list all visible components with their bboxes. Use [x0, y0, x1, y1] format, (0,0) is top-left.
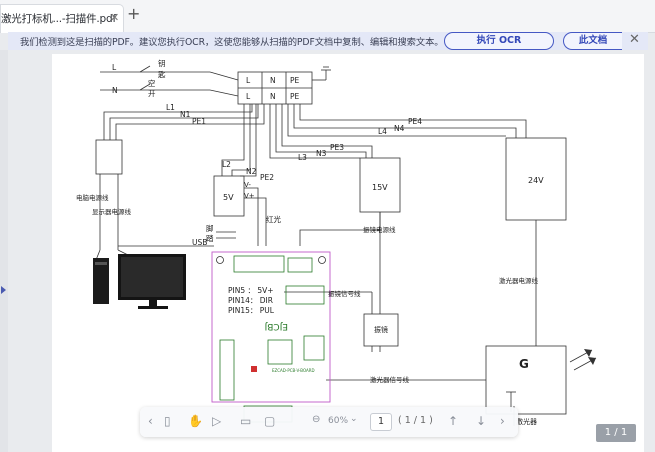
label-galvo-power: 振镜电源线 — [363, 225, 396, 234]
new-tab-icon[interactable]: + — [127, 4, 141, 23]
label-key: 钥 — [158, 58, 166, 68]
label-pedal: 踏 — [206, 233, 214, 243]
label-L1: L1 — [166, 103, 175, 112]
label-foot: 脚 — [206, 223, 214, 233]
tab-title: 激光打标机...-扫描件.pdf — [1, 13, 116, 25]
label-N4: N4 — [394, 124, 405, 133]
document-tab[interactable]: 激光打标机...-扫描件.pdf ✕ — [0, 4, 124, 33]
left-panel-strip[interactable] — [0, 50, 8, 452]
label-PE3: PE3 — [330, 143, 344, 152]
label-air-switch: 空 — [148, 78, 156, 88]
tab-close-icon[interactable]: ✕ — [110, 11, 120, 24]
play-icon[interactable]: ▷ — [212, 414, 222, 428]
zoom-level[interactable]: 60% — [328, 416, 349, 426]
label-galvo-signal: 振镜信号线 — [328, 289, 361, 298]
label-laser-head: 激光器 — [516, 417, 537, 426]
label-L4: L4 — [378, 127, 387, 136]
label-N2: N2 — [246, 167, 257, 176]
label-L2: L2 — [222, 160, 231, 169]
tab-bar: 激光打标机...-扫描件.pdf ✕ + — [0, 0, 655, 33]
label-red-light: 红光 — [266, 214, 281, 224]
label-5v: 5V — [223, 193, 234, 202]
select-tool-icon[interactable]: ▯ — [164, 414, 171, 428]
label-key2: 匙 — [158, 69, 166, 79]
label-N: N — [112, 86, 118, 95]
label-L3: L3 — [298, 153, 307, 162]
label-monitor-power: 显示器电源线 — [92, 207, 132, 216]
prev-icon[interactable]: ‹ — [148, 414, 153, 428]
label-N3: N3 — [316, 149, 327, 158]
ocr-message: 我们检测到这是扫描的PDF。建议您执行OCR，这使您能够从扫描的PDF文档中复制… — [20, 37, 444, 48]
label-laser-G: G — [519, 357, 529, 371]
label-PE1: PE1 — [192, 117, 206, 126]
label-15v: 15V — [372, 183, 388, 192]
label-pin5: PIN5 ： 5V+ — [228, 286, 274, 295]
label-pin14: PIN14： DIR — [228, 296, 273, 305]
label-laser-power: 激光器电源线 — [499, 276, 539, 285]
zoom-out-icon[interactable]: ⊖ — [312, 414, 321, 425]
page-indicator: 1 / 1 — [596, 424, 636, 442]
label-pin15: PIN15： PUL — [228, 306, 275, 315]
next-page-icon[interactable]: ↓ — [476, 414, 487, 428]
label-computer-power: 电脑电源线 — [76, 193, 109, 202]
label-block-N-top: N — [270, 76, 276, 85]
board-label: EJCBJ — [265, 321, 288, 331]
run-ocr-button[interactable]: 执行 OCR — [444, 32, 554, 50]
label-v-minus: V- — [244, 181, 251, 189]
label-block-L-bottom: L — [246, 92, 251, 101]
document-option-button[interactable]: 此文档 — [563, 32, 622, 50]
more-icon[interactable]: › — [500, 414, 505, 428]
label-v-plus: V+ — [244, 192, 255, 200]
fit-width-icon[interactable]: ▭ — [240, 414, 252, 428]
zoom-dropdown-icon[interactable]: ⌄ — [350, 414, 358, 424]
hand-tool-icon[interactable]: ✋ — [188, 414, 203, 428]
page-number-input[interactable]: 1 — [370, 413, 392, 431]
label-24v: 24V — [528, 176, 544, 185]
prev-page-icon[interactable]: ↑ — [448, 414, 459, 428]
page-total: ( 1 / 1 ) — [398, 415, 433, 426]
label-galvo: 振镜 — [374, 325, 388, 334]
board-small-label: EZCAD-PCB-V-BOARD — [272, 368, 315, 373]
label-PE2: PE2 — [260, 173, 274, 182]
label-PE4: PE4 — [408, 117, 422, 126]
fit-page-icon[interactable]: ▢ — [264, 414, 276, 428]
label-block-PE-top: PE — [290, 76, 300, 85]
ocr-close-icon[interactable]: ✕ — [629, 32, 640, 47]
label-block-L-top: L — [246, 76, 251, 85]
label-block-PE-bottom: PE — [290, 92, 300, 101]
expand-panel-icon[interactable] — [1, 286, 6, 294]
label-L: L — [112, 63, 117, 72]
label-usb: USB — [192, 238, 207, 247]
floating-toolbar: ‹ ▯ ✋ ▷ ▭ ▢ ⊖ 60% ⌄ 1 ( 1 / 1 ) ↑ ↓ › — [140, 407, 518, 437]
label-air-switch2: 开 — [148, 89, 156, 98]
label-laser-signal: 激光器信号线 — [370, 375, 410, 384]
ocr-notification-bar: 我们检测到这是扫描的PDF。建议您执行OCR，这使您能够从扫描的PDF文档中复制… — [8, 32, 648, 50]
label-block-N-bottom: N — [270, 92, 276, 101]
label-N1: N1 — [180, 110, 191, 119]
